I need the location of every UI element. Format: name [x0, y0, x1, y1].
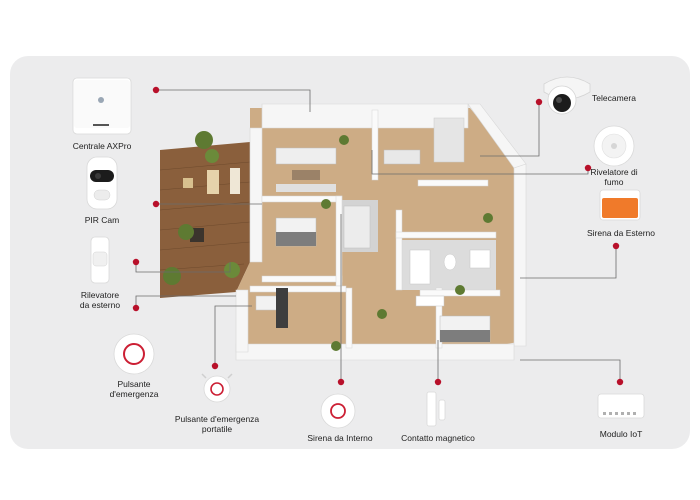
camera-icon — [543, 76, 591, 115]
pir-camera-icon — [86, 156, 118, 210]
leader-sirena-esterno — [520, 246, 617, 279]
living-sofa — [275, 147, 337, 165]
smoke-detector-icon — [593, 125, 635, 167]
plant — [195, 131, 213, 149]
apartment-floor-plan — [159, 103, 527, 361]
label-pulsante-portatile: Pulsante d'emergenza portatile — [174, 414, 260, 434]
label-rilevatore-esterno: Rilevatore da esterno — [79, 290, 121, 310]
panic-button-icon — [113, 333, 155, 375]
control-panel-icon — [72, 77, 132, 135]
label-contatto-magnetico: Contatto magnetico — [401, 433, 475, 443]
leader-modulo-iot — [520, 359, 621, 382]
magnetic-contact-icon — [426, 391, 446, 427]
bathtub — [409, 249, 431, 285]
outdoor-sofa — [207, 170, 219, 194]
label-rivelatore-fumo: Rivelatore di fumo — [590, 167, 638, 187]
wooden-terrace — [160, 142, 250, 298]
label-centrale-axpro: Centrale AXPro — [72, 141, 132, 151]
portable-panic-button-icon — [201, 373, 233, 403]
leader-pulsante-emergenza — [135, 295, 236, 308]
outdoor-detector-icon — [90, 236, 110, 284]
label-telecamera: Telecamera — [592, 93, 636, 103]
label-sirena-interno: Sirena da Interno — [307, 433, 373, 443]
label-modulo-iot: Modulo IoT — [599, 429, 643, 439]
leader-lines — [135, 89, 621, 382]
indoor-siren-icon — [320, 393, 356, 429]
dining-table — [383, 149, 421, 165]
leader-rilevatore-esterno — [135, 262, 231, 273]
outdoor-siren-icon — [599, 189, 641, 221]
leader-telecamera — [480, 102, 540, 157]
leader-centrale — [156, 89, 311, 112]
label-pir-cam: PIR Cam — [84, 215, 120, 225]
label-pulsante-emergenza: Pulsante d'emergenza — [109, 379, 159, 399]
iot-module-icon — [597, 393, 645, 419]
label-sirena-esterno: Sirena da Esterno — [586, 228, 656, 238]
connector-dots — [132, 86, 624, 386]
leader-pulsante-portatile — [214, 305, 252, 366]
